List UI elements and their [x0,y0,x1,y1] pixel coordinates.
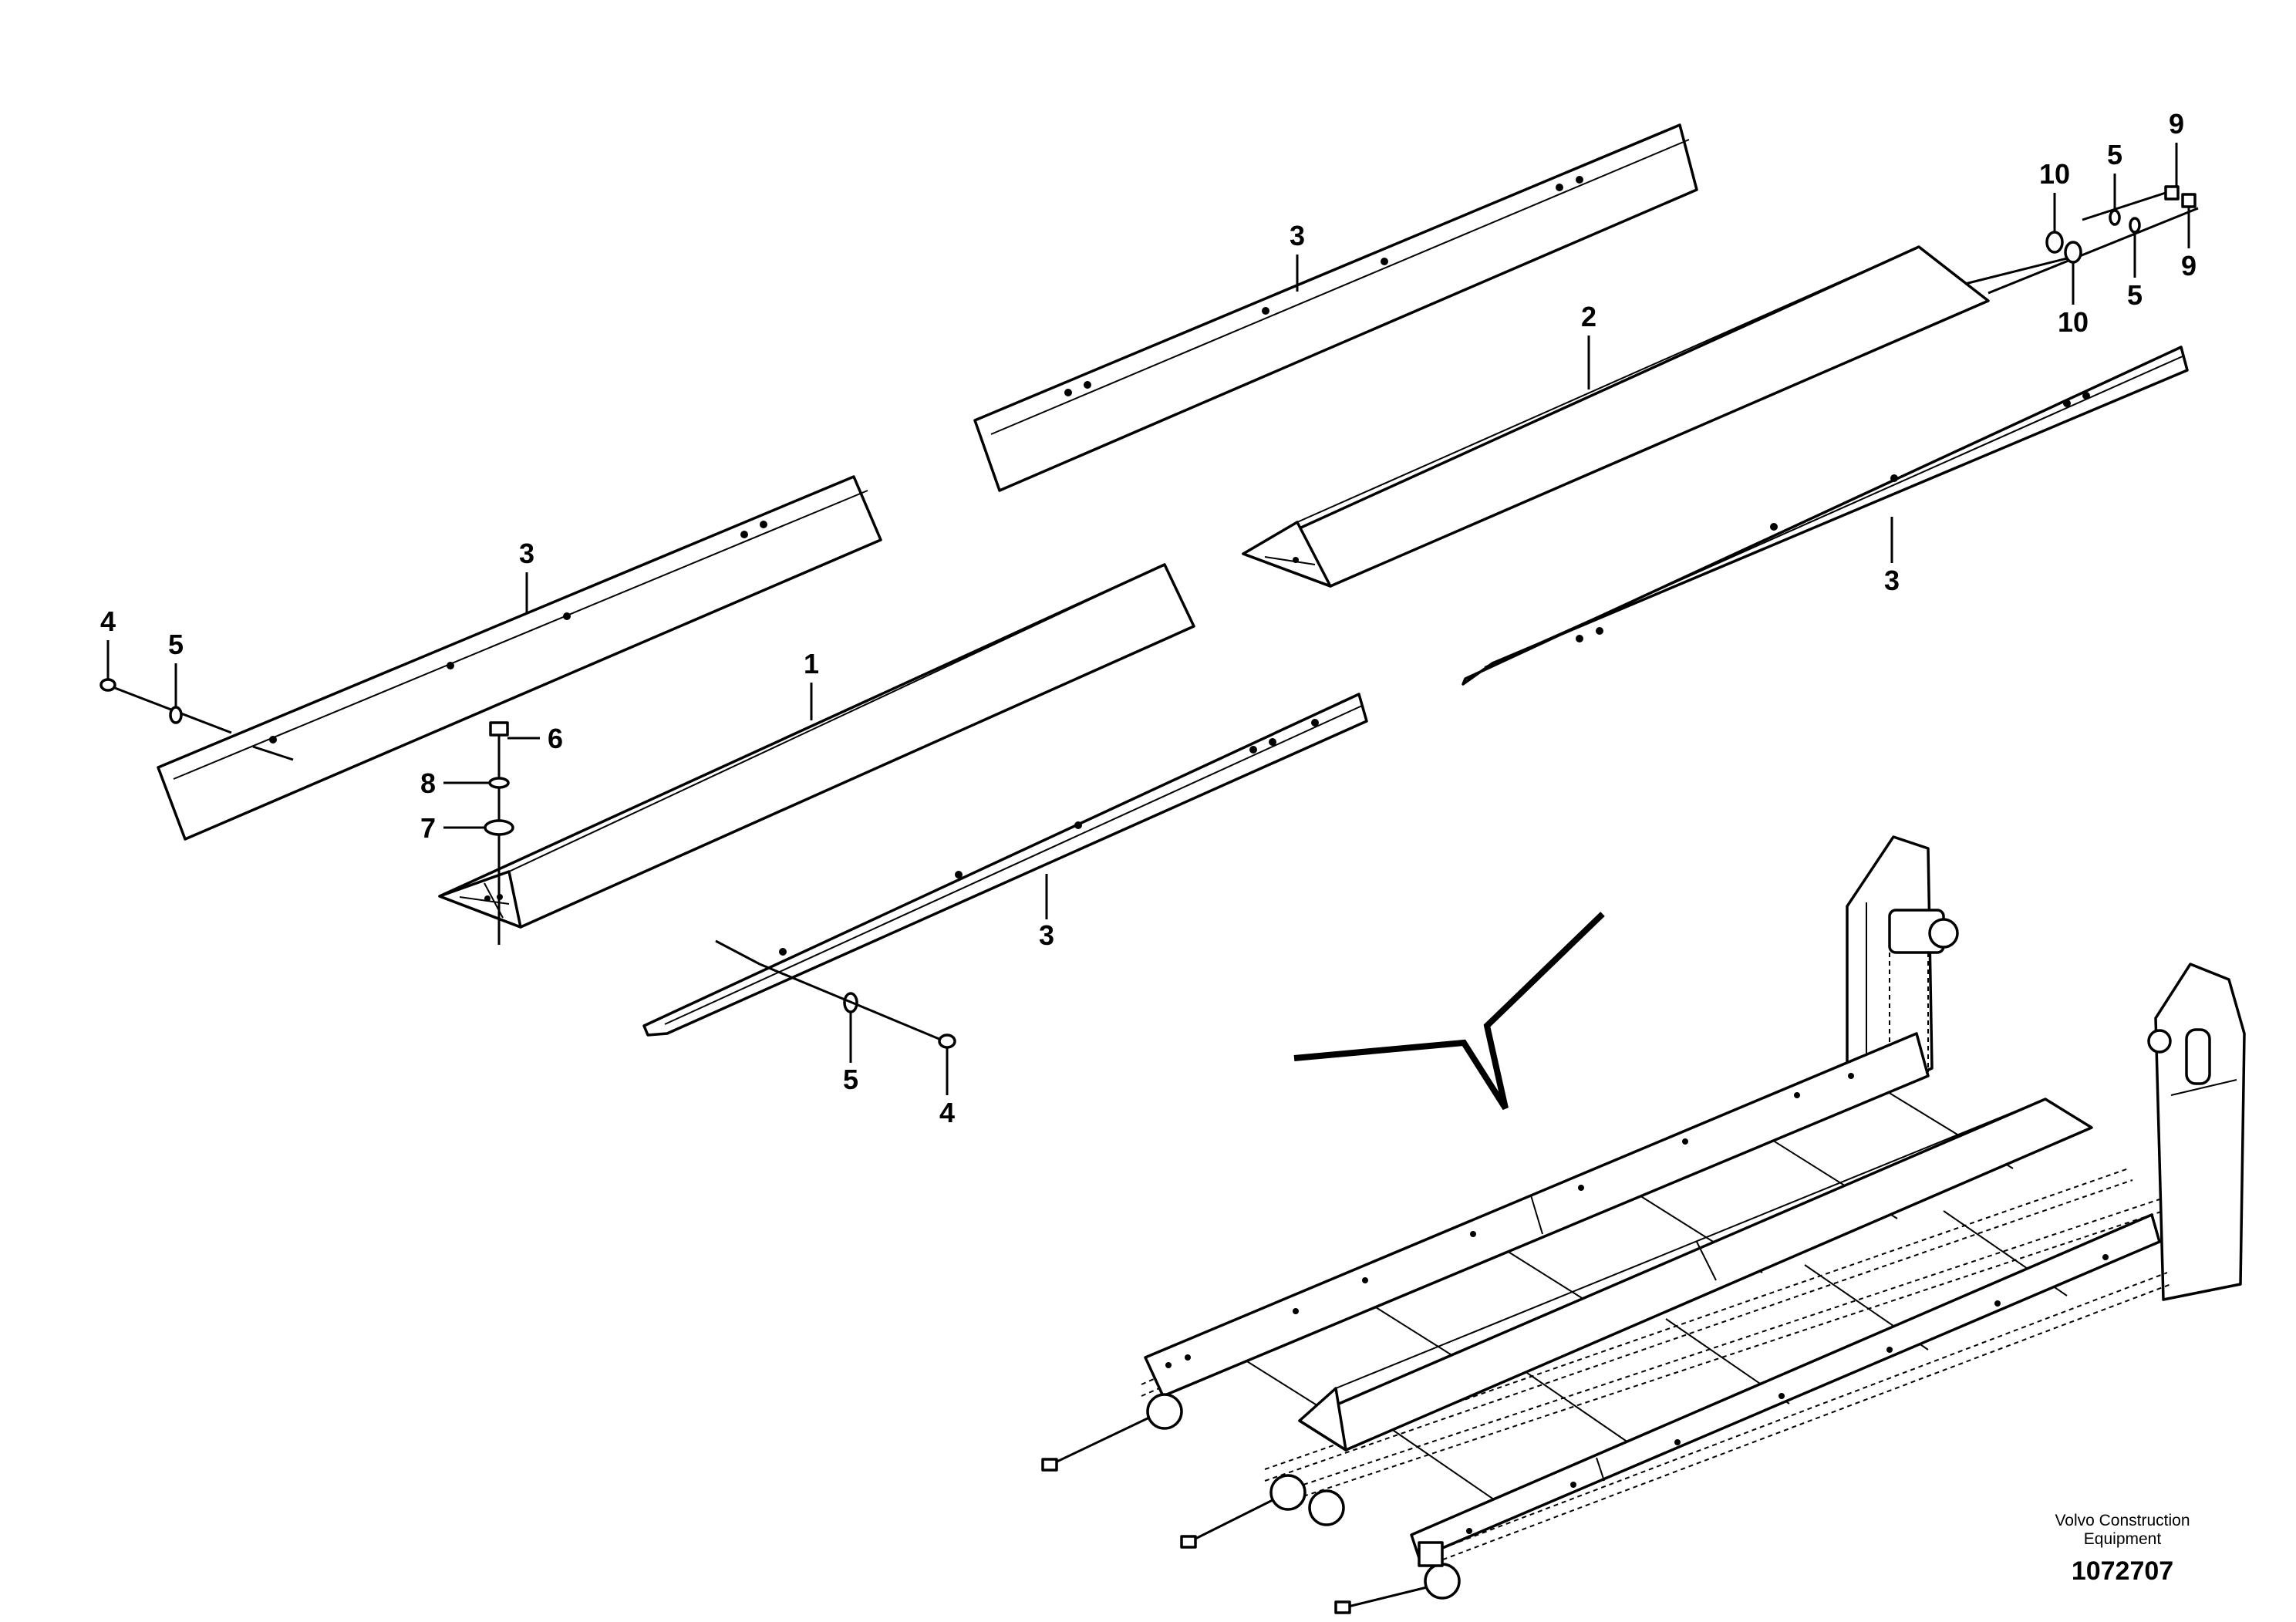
fastener-washer-10-lower [2064,241,2082,264]
part-3-angle-strip-right [1462,346,2189,686]
fastener-bolt-4-lower [938,1034,956,1049]
manufacturer-credit: Volvo Construction Equipment [2022,1512,2223,1549]
overview-conveyor-assembly [1041,835,2246,1614]
fastener-bolt-4-left [99,678,232,734]
fastener-bolt-9-lower [2181,193,2197,208]
callout-5-lower-right: 5 [2127,279,2143,311]
callout-labels: 3 3 1 3 2 3 4 5 5 4 6 8 7 10 10 5 5 9 9 [100,108,2197,1128]
callout-10-lower: 10 [2058,306,2089,338]
brand-line-1: Volvo Construction [2055,1512,2190,1529]
fastener-washer-8 [488,777,510,789]
brand-line-2: Equipment [2083,1530,2162,1548]
callout-3-lower-left: 3 [1039,919,1054,951]
drawing-number: 1072707 [2071,1556,2174,1586]
fastener-washer-5-left [169,706,183,724]
fastener-bolt-6 [489,721,509,945]
fastener-washer-5-lower [759,963,942,1041]
callout-4-left: 4 [100,605,116,637]
part-3-angle-strip-upper-left [157,475,882,841]
fastener-washer-7 [484,819,514,836]
callout-9-upper: 9 [2169,108,2184,140]
fastener-washer-5-upper-right [2109,209,2121,226]
fastener-washer-10-upper [2045,231,2064,254]
part-1-triangular-beam [438,563,1195,929]
callout-4-lower: 4 [939,1097,955,1128]
callout-2: 2 [1581,301,1596,332]
callout-3-top: 3 [1290,220,1305,251]
callout-7: 7 [420,812,436,844]
callout-5-left: 5 [168,629,184,660]
leader-lines [106,143,2190,1095]
fastener-bolt-9-upper [2082,185,2180,221]
callout-3-right: 3 [1884,565,1900,596]
callout-10-upper: 10 [2039,158,2070,190]
callout-6: 6 [548,723,563,754]
part-3-angle-strip-lower-left [642,693,1368,1037]
callout-1: 1 [804,648,819,679]
location-pointer [1293,912,1605,1111]
part-3-angle-strip-top [973,123,1698,492]
callout-5-upper-right: 5 [2107,139,2122,170]
callout-9-lower: 9 [2181,250,2197,282]
fastener-washer-5-lower-right [2129,217,2141,234]
callout-3-upper-left: 3 [519,538,534,569]
part-2-triangular-beam [1242,207,2199,588]
callout-8: 8 [420,767,436,799]
callout-5-lower: 5 [843,1064,858,1095]
